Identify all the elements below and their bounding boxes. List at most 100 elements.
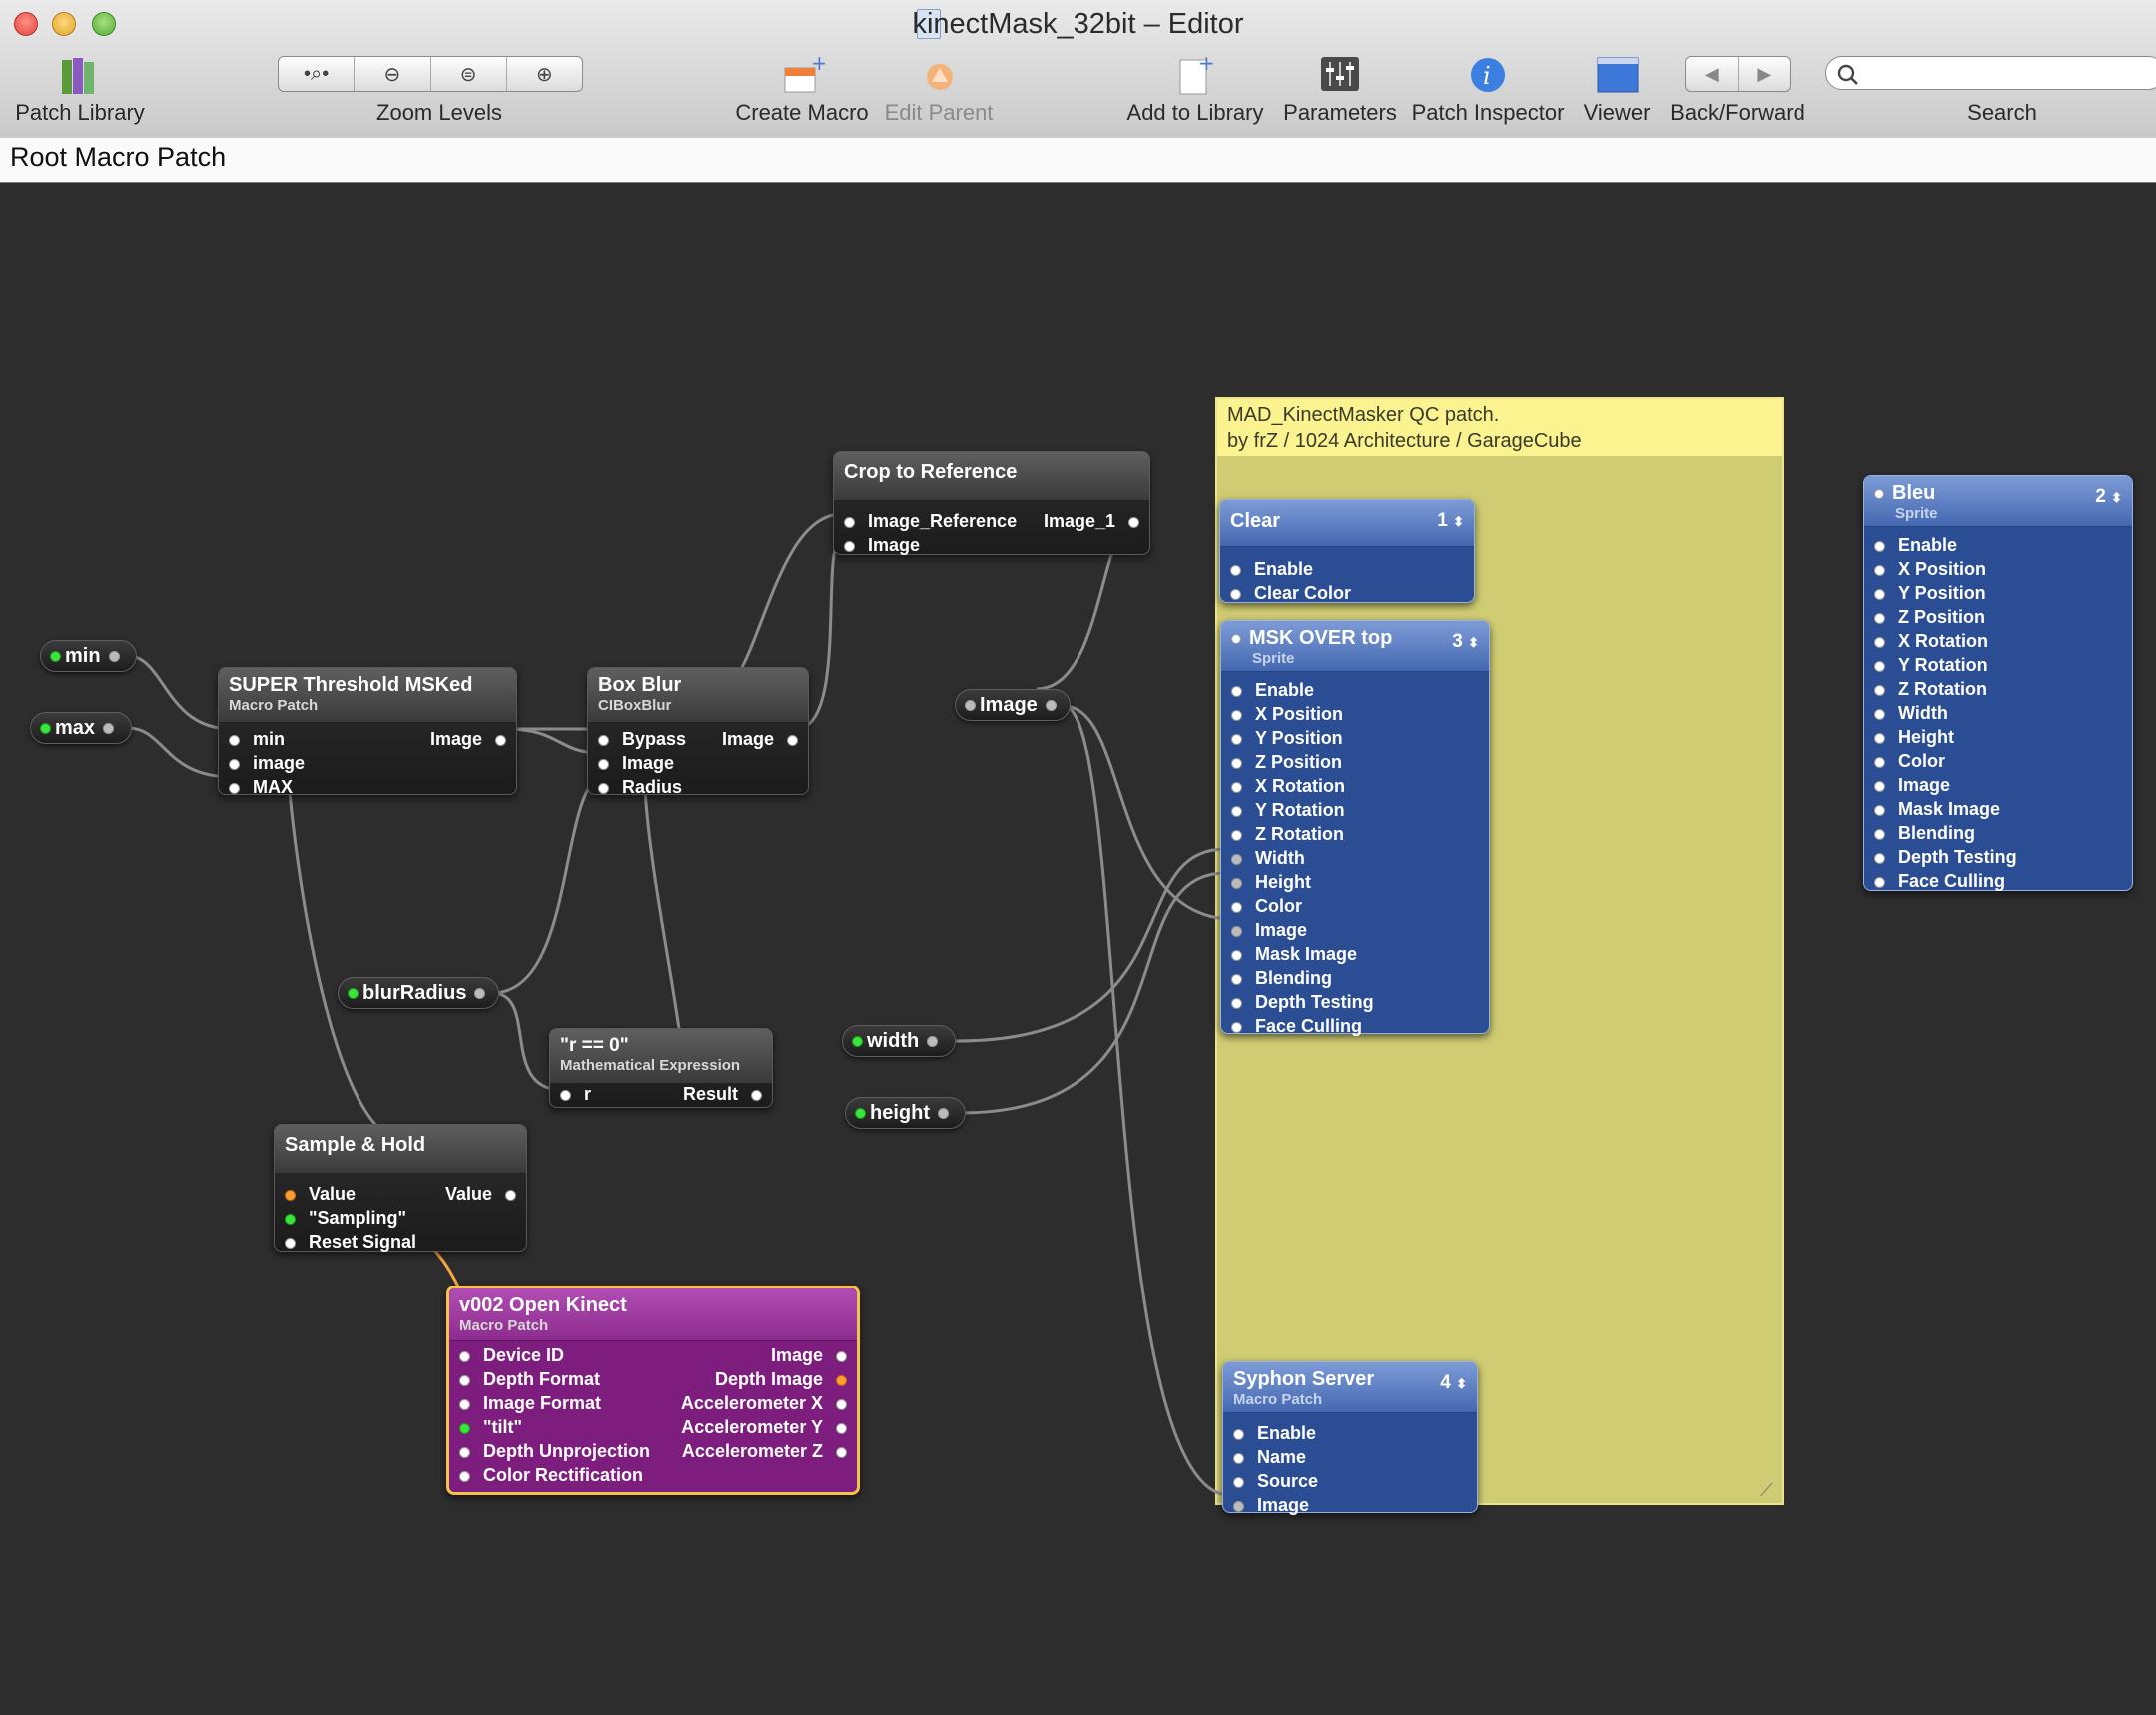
input-port[interactable]: Color: [1874, 751, 1945, 772]
viewer-button[interactable]: Viewer: [1572, 50, 1662, 134]
input-port[interactable]: Image: [1233, 1495, 1309, 1516]
close-window-button[interactable]: [14, 12, 38, 36]
minimize-window-button[interactable]: [52, 12, 76, 36]
input-port[interactable]: Y Rotation: [1231, 800, 1345, 821]
patch-crop-to-reference[interactable]: Crop to Reference Image_Reference Image …: [833, 451, 1150, 555]
input-port[interactable]: Enable: [1231, 680, 1314, 701]
patch-header[interactable]: SUPER Threshold MSKed Macro Patch: [219, 668, 516, 723]
patch-header[interactable]: "r == 0" Mathematical Expression: [550, 1029, 772, 1084]
patch-header[interactable]: Syphon Server Macro Patch 4 ⬍: [1223, 1362, 1477, 1413]
input-port[interactable]: Height: [1874, 727, 1954, 748]
patch-header[interactable]: MSK OVER top Sprite 3 ⬍: [1221, 621, 1489, 672]
input-port[interactable]: Depth Unprojection: [459, 1441, 650, 1462]
output-port[interactable]: Image: [430, 729, 506, 750]
patch-super-threshold[interactable]: SUPER Threshold MSKed Macro Patch min im…: [218, 667, 517, 798]
input-port[interactable]: Depth Testing: [1231, 992, 1374, 1013]
input-port[interactable]: Enable: [1874, 535, 1957, 556]
patch-syphon-server[interactable]: Syphon Server Macro Patch 4 ⬍ Enable Nam…: [1222, 1361, 1478, 1516]
output-port[interactable]: Accelerometer Z: [682, 1441, 847, 1462]
layer-number[interactable]: 1 ⬍: [1437, 510, 1464, 532]
output-port[interactable]: Value: [445, 1184, 516, 1205]
edit-parent-button[interactable]: Edit Parent: [879, 50, 999, 134]
input-port[interactable]: Z Rotation: [1874, 679, 1987, 700]
input-port[interactable]: "Sampling": [285, 1208, 406, 1229]
input-port[interactable]: Y Position: [1231, 728, 1343, 749]
search-input[interactable]: [1825, 56, 2156, 90]
patch-sample-and-hold[interactable]: Sample & Hold Value "Sampling" Reset Sig…: [274, 1124, 527, 1252]
input-port[interactable]: Mask Image: [1874, 799, 2000, 820]
input-port[interactable]: Bypass: [598, 729, 686, 750]
patch-header[interactable]: Sample & Hold: [275, 1125, 526, 1174]
input-port[interactable]: Blending: [1231, 968, 1332, 989]
output-port[interactable]: Accelerometer Y: [681, 1417, 847, 1438]
input-port[interactable]: Reset Signal: [285, 1232, 416, 1253]
published-output-image[interactable]: Image: [955, 689, 1071, 721]
patch-box-blur[interactable]: Box Blur CIBoxBlur Bypass Image Radius I…: [587, 667, 809, 798]
zoom-actual-button[interactable]: ⊜: [431, 57, 507, 91]
layer-number[interactable]: 3 ⬍: [1452, 631, 1479, 653]
output-port[interactable]: Image: [771, 1345, 847, 1366]
input-port[interactable]: Depth Testing: [1874, 847, 2017, 868]
input-port[interactable]: Z Position: [1874, 607, 1985, 628]
zoom-in-button[interactable]: ⊕: [507, 57, 582, 91]
parameters-button[interactable]: Parameters: [1280, 50, 1400, 134]
input-port[interactable]: "tilt": [459, 1417, 522, 1438]
input-port[interactable]: Width: [1231, 848, 1305, 869]
patch-header[interactable]: Crop to Reference: [834, 452, 1149, 501]
input-port[interactable]: X Rotation: [1231, 776, 1345, 797]
breadcrumb[interactable]: Root Macro Patch: [10, 142, 227, 172]
layer-number[interactable]: 4 ⬍: [1440, 1372, 1467, 1394]
input-port[interactable]: Width: [1874, 703, 1948, 724]
input-port[interactable]: Image: [598, 753, 674, 774]
zoom-window-button[interactable]: [92, 12, 116, 36]
published-input-width[interactable]: width: [842, 1025, 956, 1057]
output-port[interactable]: Image_1: [1044, 511, 1139, 532]
patch-clear[interactable]: Clear 1 ⬍ Enable Clear Color: [1219, 499, 1475, 603]
input-port[interactable]: Source: [1233, 1471, 1318, 1492]
input-port[interactable]: Face Culling: [1231, 1016, 1362, 1037]
input-port[interactable]: Image_Reference: [844, 511, 1017, 532]
patch-header[interactable]: Clear 1 ⬍: [1220, 500, 1474, 547]
input-port[interactable]: Image: [1874, 775, 1950, 796]
input-port[interactable]: Image Format: [459, 1393, 601, 1414]
output-port[interactable]: Depth Image: [715, 1369, 847, 1390]
input-port[interactable]: Name: [1233, 1447, 1306, 1468]
input-port[interactable]: Image: [1231, 920, 1307, 941]
patch-header[interactable]: Box Blur CIBoxBlur: [588, 668, 808, 723]
input-port[interactable]: X Position: [1874, 559, 1986, 580]
layer-number[interactable]: 2 ⬍: [2095, 486, 2122, 508]
patch-header[interactable]: Bleu Sprite 2 ⬍: [1864, 476, 2132, 527]
input-port[interactable]: Color: [1231, 896, 1302, 917]
patch-header[interactable]: v002 Open Kinect Macro Patch: [449, 1288, 857, 1341]
patch-open-kinect[interactable]: v002 Open Kinect Macro Patch Device ID D…: [446, 1286, 860, 1495]
input-port[interactable]: MAX: [229, 777, 293, 798]
resize-grip-icon[interactable]: ⟋: [1760, 1480, 1773, 1500]
input-port[interactable]: Height: [1231, 872, 1311, 893]
published-input-blurradius[interactable]: blurRadius: [338, 977, 499, 1009]
input-port[interactable]: min: [229, 729, 285, 750]
back-button[interactable]: ◀: [1686, 57, 1739, 91]
published-input-height[interactable]: height: [845, 1097, 966, 1129]
output-port[interactable]: Result: [683, 1084, 762, 1105]
published-input-max[interactable]: max: [30, 712, 132, 744]
patch-inspector-button[interactable]: i Patch Inspector: [1408, 50, 1568, 134]
output-port[interactable]: Accelerometer X: [681, 1393, 847, 1414]
output-port[interactable]: Image: [722, 729, 798, 750]
input-port[interactable]: Enable: [1233, 1423, 1316, 1444]
zoom-out-button[interactable]: ⊖: [355, 57, 431, 91]
forward-button[interactable]: ▶: [1739, 57, 1791, 91]
input-port[interactable]: Clear Color: [1230, 583, 1351, 604]
input-port[interactable]: X Rotation: [1874, 631, 1988, 652]
input-port[interactable]: Radius: [598, 777, 682, 798]
input-port[interactable]: Face Culling: [1874, 871, 2005, 892]
add-to-library-button[interactable]: + Add to Library: [1122, 50, 1268, 134]
input-port[interactable]: Enable: [1230, 559, 1313, 580]
input-port[interactable]: Mask Image: [1231, 944, 1357, 965]
input-port[interactable]: Y Rotation: [1874, 655, 1988, 676]
input-port[interactable]: Color Rectification: [459, 1465, 643, 1486]
input-port[interactable]: image: [229, 753, 305, 774]
input-port[interactable]: Value: [285, 1184, 356, 1205]
patch-library-button[interactable]: Patch Library: [0, 50, 160, 134]
